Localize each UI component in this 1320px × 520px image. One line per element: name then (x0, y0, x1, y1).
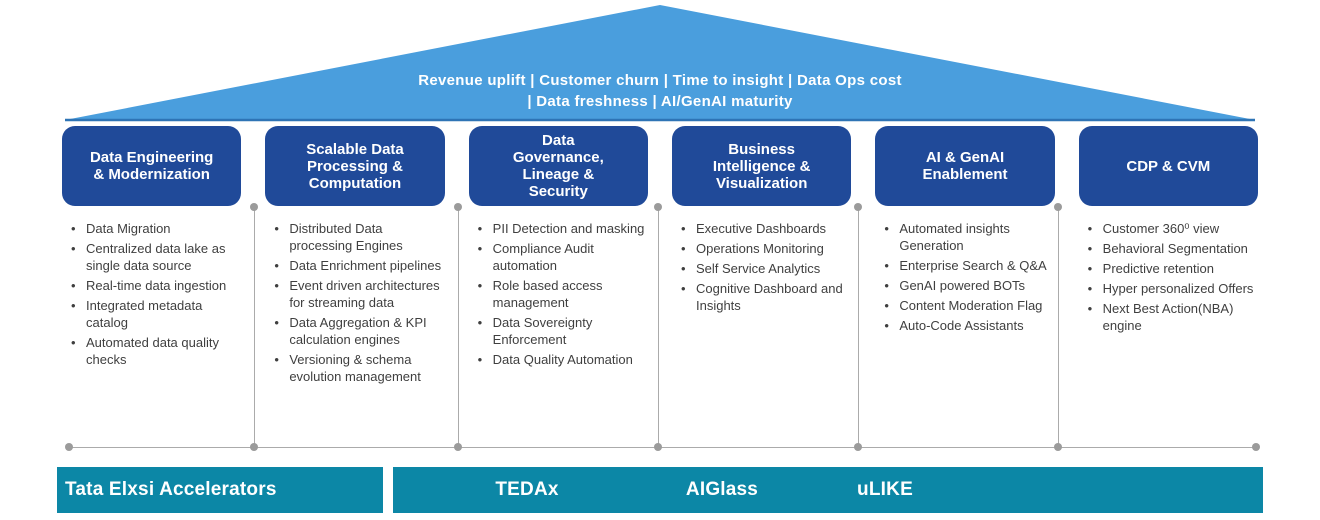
column-divider-line (1058, 207, 1059, 447)
accelerators-label-box: Tata Elxsi Accelerators (57, 467, 383, 513)
connector-dot (65, 443, 73, 451)
accelerators-label: Tata Elxsi Accelerators (65, 479, 277, 500)
pillar-title: Scalable Data Processing & Computation (306, 140, 404, 192)
column-divider-line (254, 207, 255, 447)
baseline-connector-line (69, 447, 1256, 448)
roof-kpi-line2: | Data freshness | AI/GenAI maturity (527, 93, 793, 110)
connector-dot (1252, 443, 1260, 451)
accelerators-items-box: TEDAx AIGlass uLIKE (393, 467, 1263, 513)
bullet-item: Real-time data ingestion (71, 277, 242, 294)
pillar-header-data-engineering: Data Engineering & Modernization (62, 126, 242, 206)
pillar-data-governance: Data Governance, Lineage & Security PII … (464, 126, 653, 388)
bullet-item: Data Quality Automation (478, 351, 649, 368)
connector-dot (654, 203, 662, 211)
pillar-scalable-processing: Scalable Data Processing & Computation D… (260, 126, 449, 388)
bullet-item: Compliance Audit automation (478, 240, 649, 274)
pillar-bullets-cdp-cvm: Customer 360⁰ viewBehavioral Segmentatio… (1074, 220, 1263, 334)
bullet-item: Data Sovereignty Enforcement (478, 314, 649, 348)
connector-dot (454, 203, 462, 211)
accelerator-ulike: uLIKE (857, 479, 913, 500)
connector-dot (454, 443, 462, 451)
bullet-item: PII Detection and masking (478, 220, 649, 237)
pillar-title: Data Governance, Lineage & Security (512, 132, 604, 200)
bullet-item: Automated insights Generation (884, 220, 1055, 254)
pillar-bullets-scalable-processing: Distributed Data processing EnginesData … (260, 220, 449, 385)
pillar-bullets-data-engineering: Data MigrationCentralized data lake as s… (57, 220, 246, 368)
bullet-item: Behavioral Segmentation (1088, 240, 1259, 257)
bullet-item: Cognitive Dashboard and Insights (681, 280, 852, 314)
column-divider-line (658, 207, 659, 447)
bullet-item: Customer 360⁰ view (1088, 220, 1259, 237)
bullet-item: Role based access management (478, 277, 649, 311)
pillar-ai-genai: AI & GenAI Enablement Automated insights… (870, 126, 1059, 388)
bullet-item: GenAI powered BOTs (884, 277, 1055, 294)
bullet-item: Enterprise Search & Q&A (884, 257, 1055, 274)
accelerator-tedax: TEDAx (495, 479, 559, 500)
pillar-header-data-governance: Data Governance, Lineage & Security (468, 126, 648, 206)
pillar-title: Data Engineering & Modernization (89, 149, 214, 183)
pillar-title: CDP & CVM (1126, 157, 1211, 175)
pillar-business-intelligence: Business Intelligence & Visualization Ex… (667, 126, 856, 388)
bullet-item: Predictive retention (1088, 260, 1259, 277)
pillar-data-engineering: Data Engineering & Modernization Data Mi… (57, 126, 246, 388)
roof-kpi-line1: Revenue uplift | Customer churn | Time t… (418, 72, 902, 89)
pillars-row: Data Engineering & Modernization Data Mi… (57, 126, 1263, 388)
roof-kpi-text: Revenue uplift | Customer churn | Time t… (0, 70, 1320, 112)
bullet-item: Data Migration (71, 220, 242, 237)
pillar-header-ai-genai: AI & GenAI Enablement (875, 126, 1055, 206)
column-divider-line (458, 207, 459, 447)
bullet-item: Versioning & schema evolution management (274, 351, 445, 385)
bullet-item: Self Service Analytics (681, 260, 852, 277)
pillar-cdp-cvm: CDP & CVM Customer 360⁰ viewBehavioral S… (1074, 126, 1263, 388)
bullet-item: Content Moderation Flag (884, 297, 1055, 314)
column-divider-line (858, 207, 859, 447)
bullet-item: Event driven architectures for streaming… (274, 277, 445, 311)
pillar-header-scalable-processing: Scalable Data Processing & Computation (265, 126, 445, 206)
bullet-item: Data Enrichment pipelines (274, 257, 445, 274)
bullet-item: Integrated metadata catalog (71, 297, 242, 331)
connector-dot (1054, 443, 1062, 451)
connector-dot (250, 203, 258, 211)
pillar-bullets-data-governance: PII Detection and maskingCompliance Audi… (464, 220, 653, 368)
bullet-item: Distributed Data processing Engines (274, 220, 445, 254)
bullet-item: Centralized data lake as single data sou… (71, 240, 242, 274)
bullet-item: Next Best Action(NBA) engine (1088, 300, 1259, 334)
bullet-item: Executive Dashboards (681, 220, 852, 237)
roof-triangle (65, 5, 1255, 122)
pillar-header-cdp-cvm: CDP & CVM (1078, 126, 1258, 206)
bullet-item: Operations Monitoring (681, 240, 852, 257)
connector-dot (854, 203, 862, 211)
bullet-item: Hyper personalized Offers (1088, 280, 1259, 297)
pillar-bullets-ai-genai: Automated insights GenerationEnterprise … (870, 220, 1059, 334)
connector-dot (250, 443, 258, 451)
pillar-title: Business Intelligence & Visualization (712, 140, 811, 192)
pillar-bullets-business-intelligence: Executive DashboardsOperations Monitorin… (667, 220, 856, 314)
pillar-title: AI & GenAI Enablement (922, 149, 1008, 183)
connector-dot (654, 443, 662, 451)
connector-dot (1054, 203, 1062, 211)
bullet-item: Data Aggregation & KPI calculation engin… (274, 314, 445, 348)
accelerator-aiglass: AIGlass (685, 479, 759, 500)
connector-dot (854, 443, 862, 451)
pillar-header-business-intelligence: Business Intelligence & Visualization (671, 126, 852, 206)
bullet-item: Auto-Code Assistants (884, 317, 1055, 334)
bullet-item: Automated data quality checks (71, 334, 242, 368)
